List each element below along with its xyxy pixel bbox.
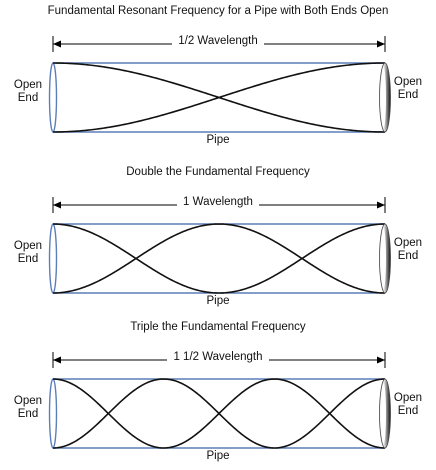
arrow-right-icon [377,40,385,48]
pipe-left-opening [48,223,58,294]
pipe-diagram [48,197,391,294]
arrow-right-icon [377,356,385,364]
arrow-left-icon [53,40,61,48]
standing-wave-curve-lower [52,223,386,294]
pipe-right-opening-inner [381,67,386,128]
panel-fundamental: Fundamental Resonant Frequency for a Pip… [0,4,436,154]
pipe-left-opening [48,378,58,449]
pipe-diagram [48,352,391,449]
panel-triple: Triple the Fundamental Frequency 1 1/2 W… [0,320,436,470]
pipe-left-opening [48,62,58,133]
pipe-label: Pipe [206,134,230,146]
standing-wave-curve-upper [52,223,386,294]
panel-title: Fundamental Resonant Frequency for a Pip… [47,5,389,17]
pipe-label: Pipe [206,295,230,307]
wavelength-label: 1/2 Wavelength [0,34,436,48]
panel-title: Triple the Fundamental Frequency [130,321,306,333]
pipe-right-opening-inner [381,228,386,289]
arrow-left-icon [53,201,61,209]
pipe-diagram [48,36,391,133]
wavelength-label: 1 1/2 Wavelength [0,350,436,364]
pipe-label: Pipe [206,450,230,462]
standing-wave-curve-lower [52,378,386,449]
arrow-right-icon [377,201,385,209]
panel-title: Double the Fundamental Frequency [126,166,310,178]
standing-wave-curve-lower [52,62,386,133]
arrow-left-icon [53,356,61,364]
wavelength-label: 1 Wavelength [0,195,436,209]
panel-double: Double the Fundamental Frequency 1 Wavel… [0,165,436,315]
pipe-right-opening-inner [381,383,386,444]
